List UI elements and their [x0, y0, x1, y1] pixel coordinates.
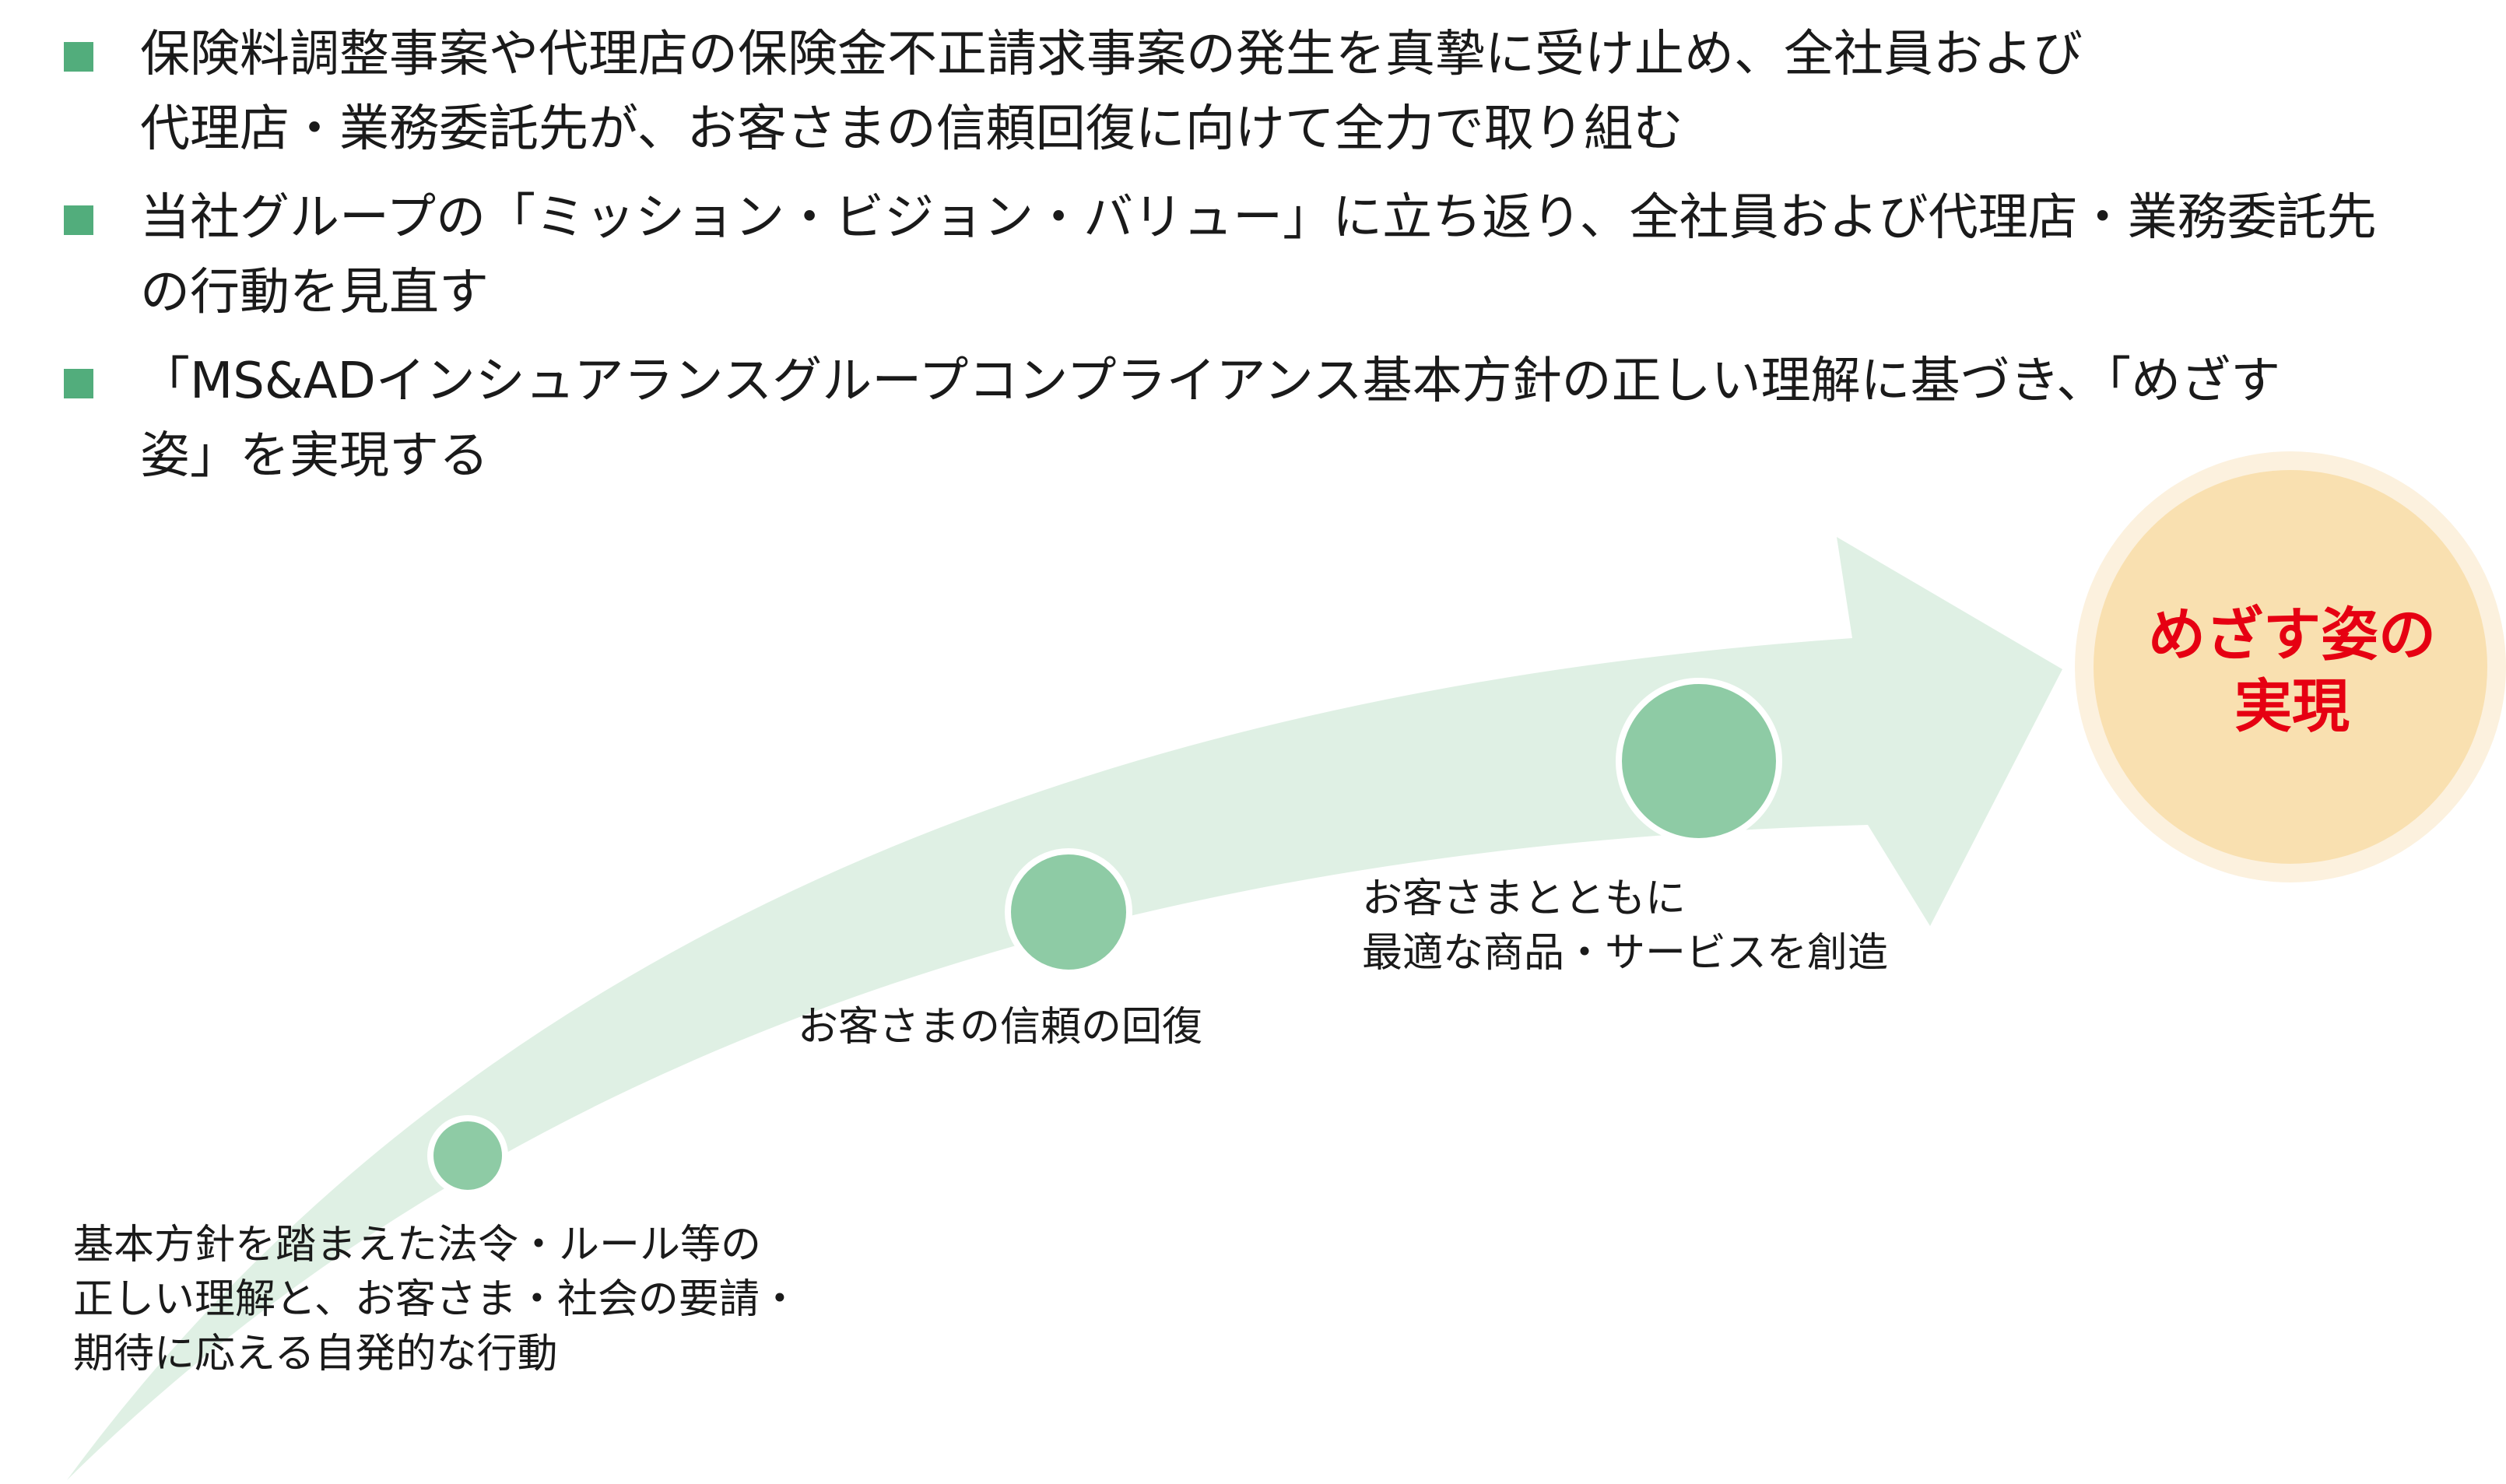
step-label-2: お客さまの信頼の回復	[798, 1000, 1202, 1054]
step-label-line: お客さまとともに	[1362, 875, 1686, 922]
bullet-text-line: の行動を見直す	[140, 264, 489, 321]
bullet-text-line: 代理店・業務委託先が、お客さまの信頼回復に向けて全力で取り組む	[140, 100, 1683, 158]
square-bullet-icon	[64, 42, 93, 72]
bullet-list: 保険料調整事案や代理店の保険金不正請求事案の発生を真摯に受け止め、全社員および …	[59, 17, 2480, 507]
bullet-item: 保険料調整事案や代理店の保険金不正請求事案の発生を真摯に受け止め、全社員および …	[59, 17, 2480, 167]
step-label-1: 基本方針を踏まえた法令・ルール等の 正しい理解と、お客さま・社会の要請・ 期待に…	[73, 1218, 800, 1381]
bullet-text-line: 姿」を実現する	[140, 427, 489, 485]
step-label-line: 正しい理解と、お客さま・社会の要請・	[73, 1276, 800, 1323]
step-label-line: 期待に応える自発的な行動	[73, 1331, 558, 1377]
step-label-line: 最適な商品・サービスを創造	[1362, 930, 1889, 977]
step-node-3	[1616, 678, 1782, 844]
square-bullet-icon	[64, 369, 93, 398]
bullet-text-line: 当社グループの「ミッション・ビジョン・バリュー」に立ち返り、全社員および代理店・…	[140, 189, 2377, 247]
step-label-line: お客さまの信頼の回復	[798, 1004, 1203, 1051]
goal-label-line: めざす姿の	[2148, 602, 2436, 668]
bullet-text-line: 「MS&ADインシュアランスグループコンプライアンス基本方針の正しい理解に基づき…	[140, 353, 2281, 410]
growth-arrow	[67, 537, 2062, 1480]
bullet-text-line: 保険料調整事案や代理店の保険金不正請求事案の発生を真摯に受け止め、全社員および	[140, 26, 2083, 83]
step-node-2	[1005, 848, 1132, 976]
step-label-3: お客さまとともに 最適な商品・サービスを創造	[1362, 872, 1888, 981]
goal-circle	[2094, 470, 2487, 864]
step-node-1	[427, 1115, 508, 1196]
step-label-line: 基本方針を踏まえた法令・ルール等の	[73, 1222, 762, 1268]
square-bullet-icon	[64, 205, 93, 235]
goal-label-line: 実現	[2234, 673, 2350, 740]
goal-label: めざす姿の 実現	[2082, 599, 2502, 742]
bullet-item: 「MS&ADインシュアランスグループコンプライアンス基本方針の正しい理解に基づき…	[59, 344, 2480, 493]
bullet-item: 当社グループの「ミッション・ビジョン・バリュー」に立ち返り、全社員および代理店・…	[59, 181, 2480, 330]
